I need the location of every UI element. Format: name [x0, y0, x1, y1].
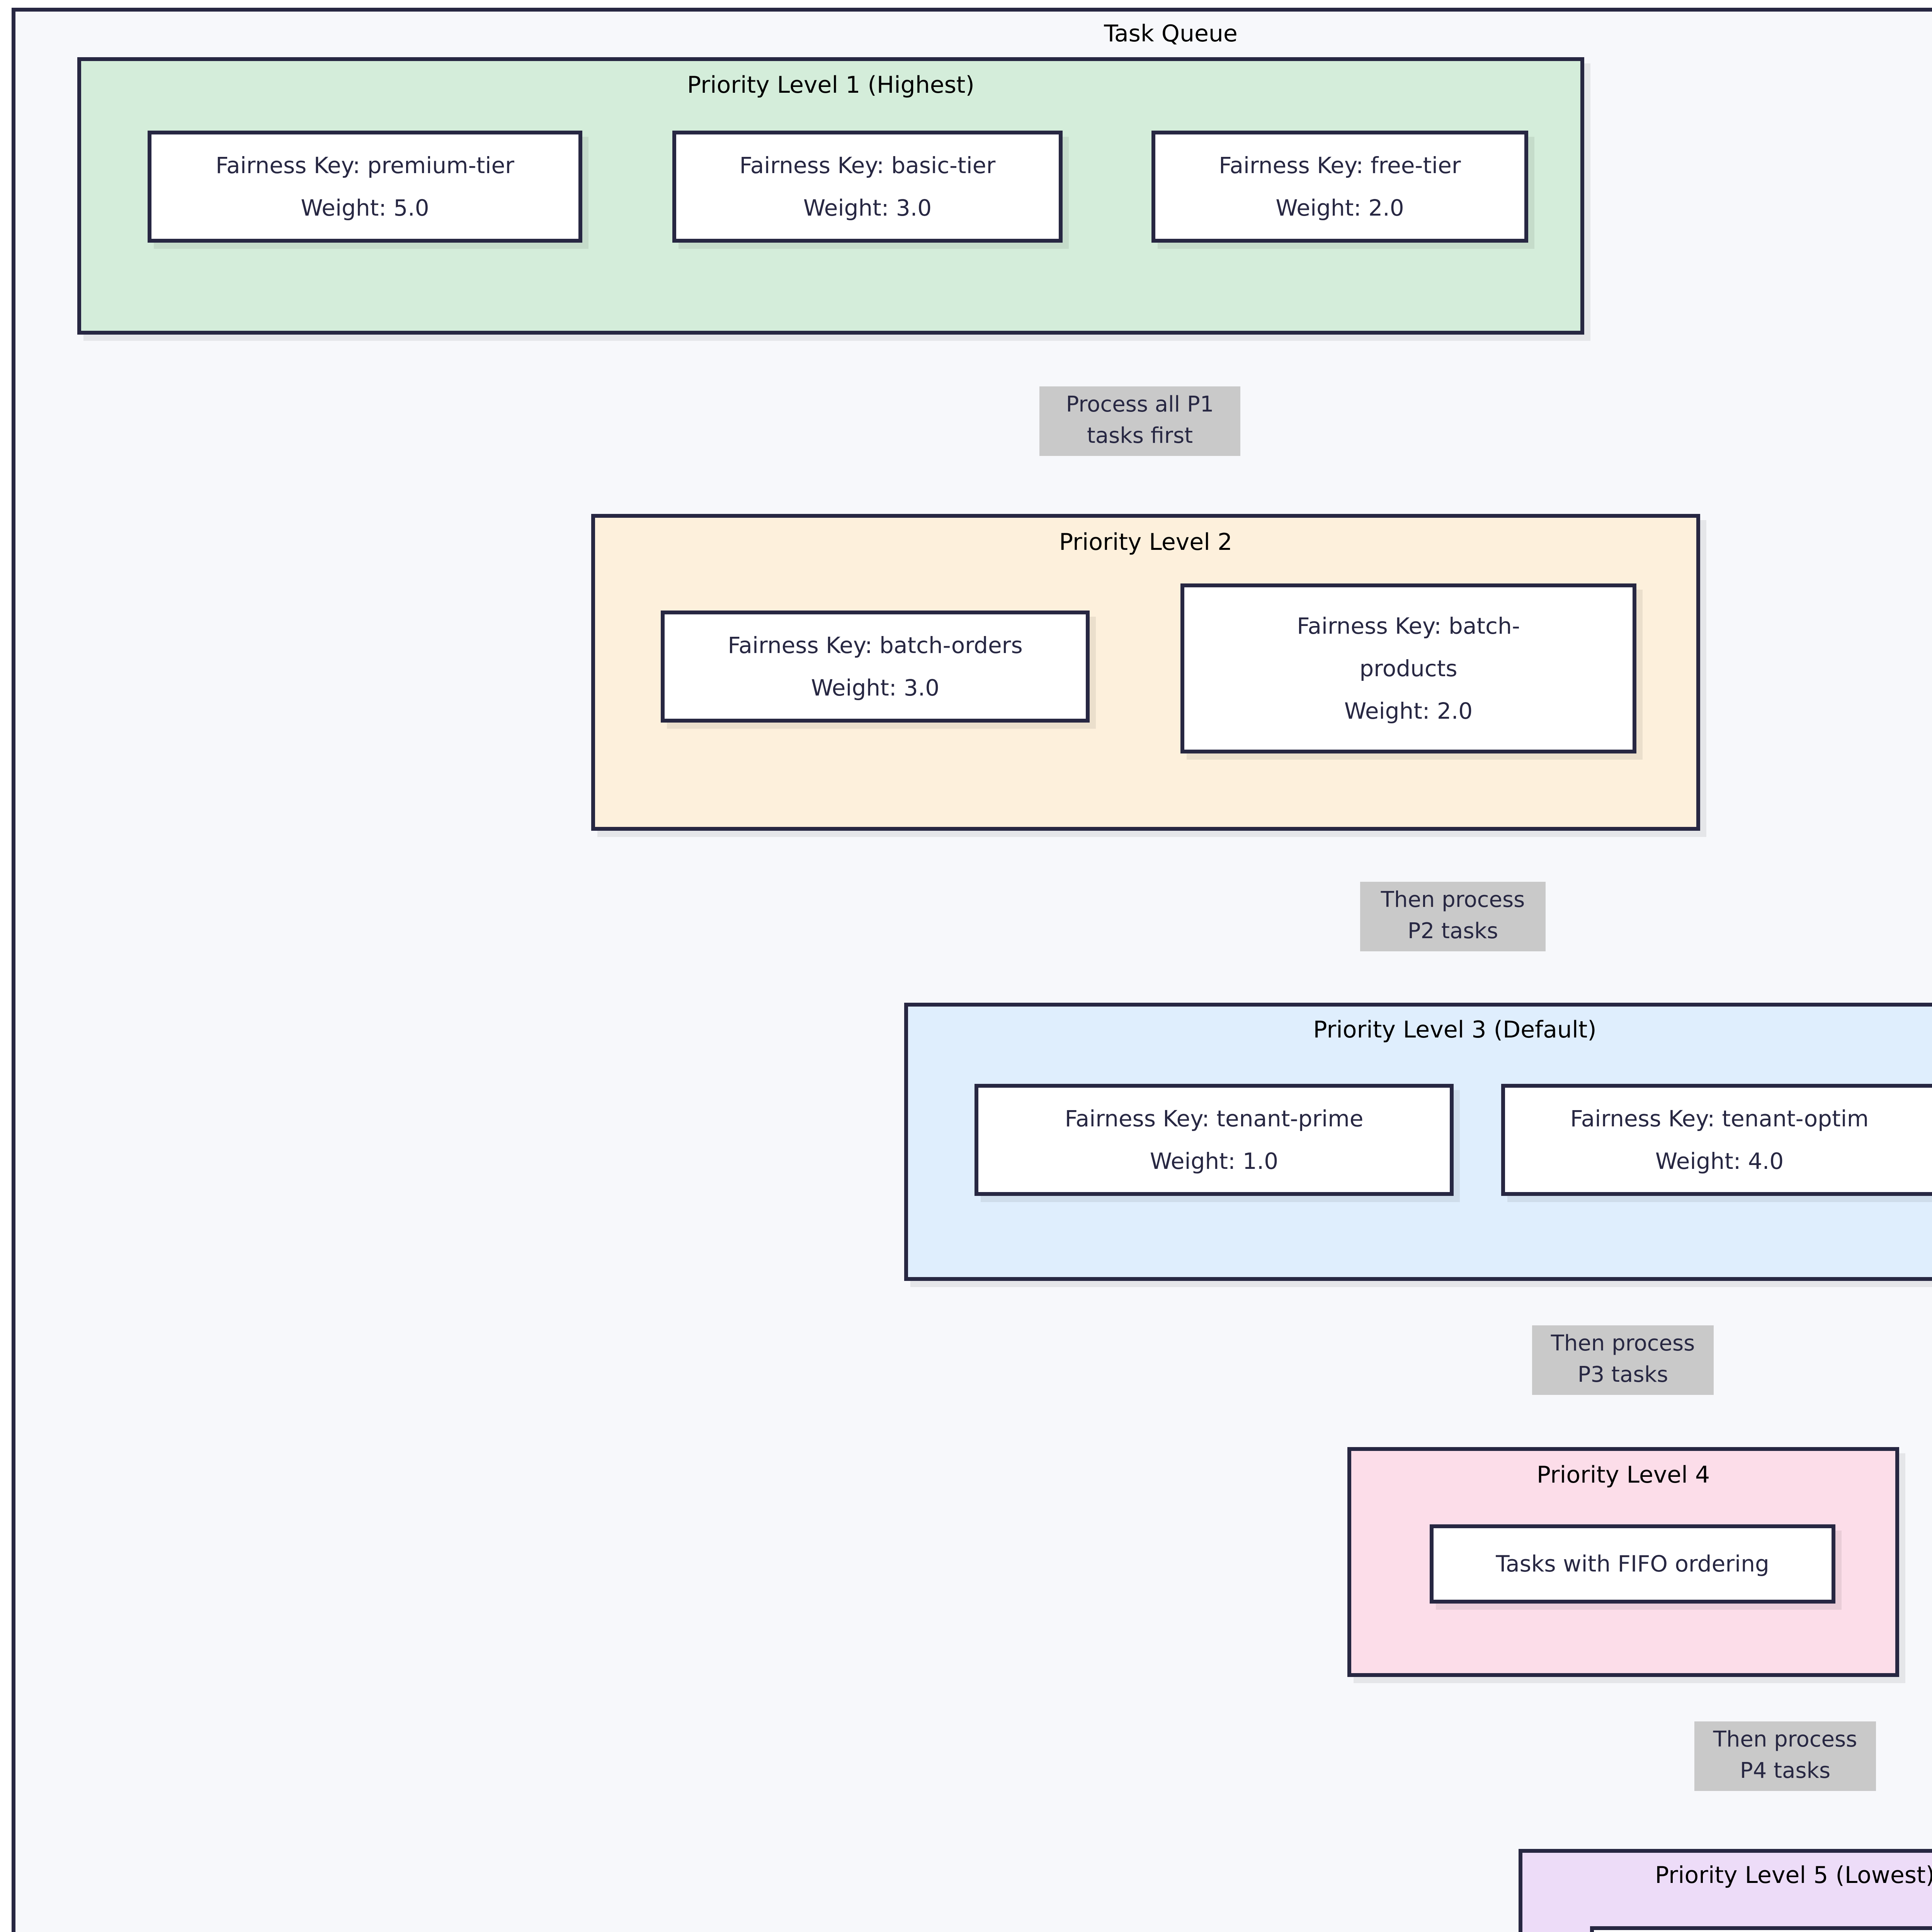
fairness-key-label: Fairness Key: premium-tier: [215, 152, 514, 179]
weight-label: Weight: 2.0: [1344, 698, 1473, 724]
priority-level-5-cluster: [1519, 1849, 1932, 1932]
fifo-node-p4[interactable]: Tasks with FIFO ordering: [1430, 1524, 1835, 1604]
edge-label-process-p2: Then process P2 tasks: [1360, 882, 1546, 951]
weight-label: Weight: 3.0: [803, 195, 932, 221]
priority-level-1-title: Priority Level 1 (Highest): [687, 71, 975, 99]
priority-level-3-title: Priority Level 3 (Default): [1313, 1016, 1597, 1043]
fairness-key-label: Fairness Key: tenant-optim: [1570, 1105, 1869, 1132]
weight-label: Weight: 2.0: [1276, 195, 1404, 221]
priority-level-2-title: Priority Level 2: [1059, 529, 1233, 556]
priority-level-5-title: Priority Level 5 (Lowest): [1655, 1862, 1932, 1889]
edge-label-process-p3: Then process P3 tasks: [1532, 1325, 1714, 1395]
edge-label-process-p1: Process all P1 tasks first: [1039, 386, 1240, 456]
fairness-key-label: Fairness Key: basic-tier: [739, 152, 996, 179]
fairness-key-label: Fairness Key: free-tier: [1219, 152, 1461, 179]
fairness-key-label: Fairness Key: batch-orders: [728, 632, 1023, 658]
fifo-node-p5[interactable]: Tasks with FIFO ordering: [1590, 1926, 1932, 1932]
fairness-node-tenant-optim[interactable]: Fairness Key: tenant-optim Weight: 4.0: [1501, 1084, 1932, 1196]
fairness-node-premium-tier[interactable]: Fairness Key: premium-tier Weight: 5.0: [148, 131, 582, 243]
fifo-label: Tasks with FIFO ordering: [1496, 1551, 1769, 1577]
weight-label: Weight: 3.0: [811, 675, 940, 701]
edge-label-process-p4: Then process P4 tasks: [1694, 1721, 1876, 1791]
weight-label: Weight: 1.0: [1150, 1148, 1279, 1174]
fairness-node-tenant-prime[interactable]: Fairness Key: tenant-prime Weight: 1.0: [975, 1084, 1454, 1196]
weight-label: Weight: 4.0: [1655, 1148, 1784, 1174]
task-queue-title: Task Queue: [1104, 20, 1238, 47]
fairness-node-basic-tier[interactable]: Fairness Key: basic-tier Weight: 3.0: [672, 131, 1063, 243]
fairness-node-batch-orders[interactable]: Fairness Key: batch-orders Weight: 3.0: [661, 611, 1090, 723]
fairness-key-label: Fairness Key: tenant-prime: [1065, 1105, 1364, 1132]
priority-level-4-title: Priority Level 4: [1536, 1461, 1710, 1488]
fairness-key-label: Fairness Key: batch- products: [1297, 612, 1520, 682]
fairness-node-batch-products[interactable]: Fairness Key: batch- products Weight: 2.…: [1180, 583, 1636, 753]
weight-label: Weight: 5.0: [301, 195, 429, 221]
fairness-node-free-tier[interactable]: Fairness Key: free-tier Weight: 2.0: [1151, 131, 1528, 243]
